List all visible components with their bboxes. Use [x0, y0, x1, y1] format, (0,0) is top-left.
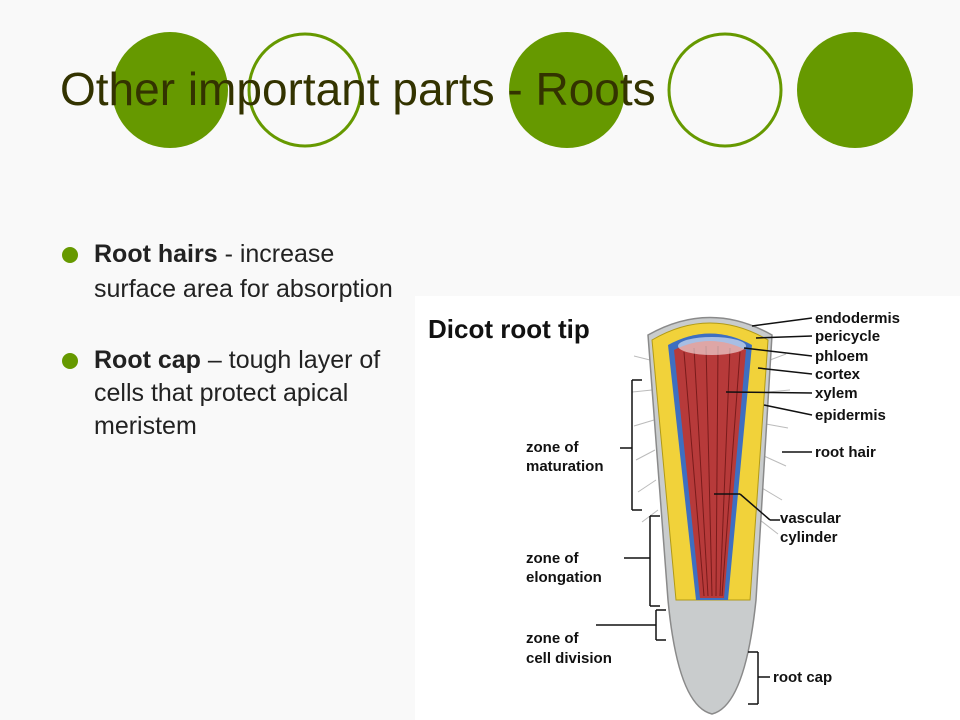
bullet-term: Root cap — [94, 346, 201, 374]
label-cortex: cortex — [815, 366, 861, 383]
bullet-list: Root hairs - increase surface area for a… — [58, 238, 430, 481]
circle-filled-3 — [797, 32, 913, 148]
label-zone-elongation-1: zone of — [526, 550, 579, 567]
bullet-root-hairs: Root hairs - increase surface area for a… — [58, 238, 430, 306]
label-zone-maturation-1: zone of — [526, 439, 579, 456]
label-vascular: vascular — [780, 510, 841, 527]
bullet-root-cap: Root cap – tough layer of cells that pro… — [58, 344, 430, 443]
label-pericycle: pericycle — [815, 328, 880, 345]
dicot-root-tip-diagram: Dicot root tip endodermis pericycle phlo… — [415, 296, 960, 720]
diagram-title: Dicot root tip — [428, 314, 590, 344]
bullet-text: increase — [239, 240, 335, 268]
label-epidermis: epidermis — [815, 407, 886, 424]
bullet-dot-icon — [62, 247, 78, 263]
label-endodermis: endodermis — [815, 310, 900, 327]
slide-title: Other important parts - Roots — [60, 63, 656, 115]
label-zone-division-2: cell division — [526, 650, 612, 667]
label-zone-division-1: zone of — [526, 630, 579, 647]
label-root-cap: root cap — [773, 669, 832, 686]
header-circles-decoration — [112, 32, 913, 148]
label-cylinder: cylinder — [780, 529, 838, 546]
bullet-separator: - — [217, 240, 240, 268]
bullet-text-continued: surface area for absorption — [94, 275, 393, 303]
label-zone-elongation-2: elongation — [526, 569, 602, 586]
circle-filled-1 — [112, 32, 228, 148]
bullet-separator: – — [200, 346, 229, 374]
circle-outline-1 — [247, 32, 363, 148]
circle-outline-2 — [667, 32, 783, 148]
label-zone-maturation-2: maturation — [526, 458, 604, 475]
bullet-dot-icon — [62, 353, 78, 369]
label-xylem: xylem — [815, 385, 858, 402]
bullet-text: tough layer of cells that protect apical… — [94, 346, 381, 440]
label-leader-lines — [596, 317, 813, 705]
label-root-hair: root hair — [815, 444, 876, 461]
circle-filled-2 — [509, 32, 625, 148]
label-phloem: phloem — [815, 348, 868, 365]
root-hairs-illustration — [631, 353, 791, 535]
bullet-term: Root hairs — [94, 240, 218, 268]
